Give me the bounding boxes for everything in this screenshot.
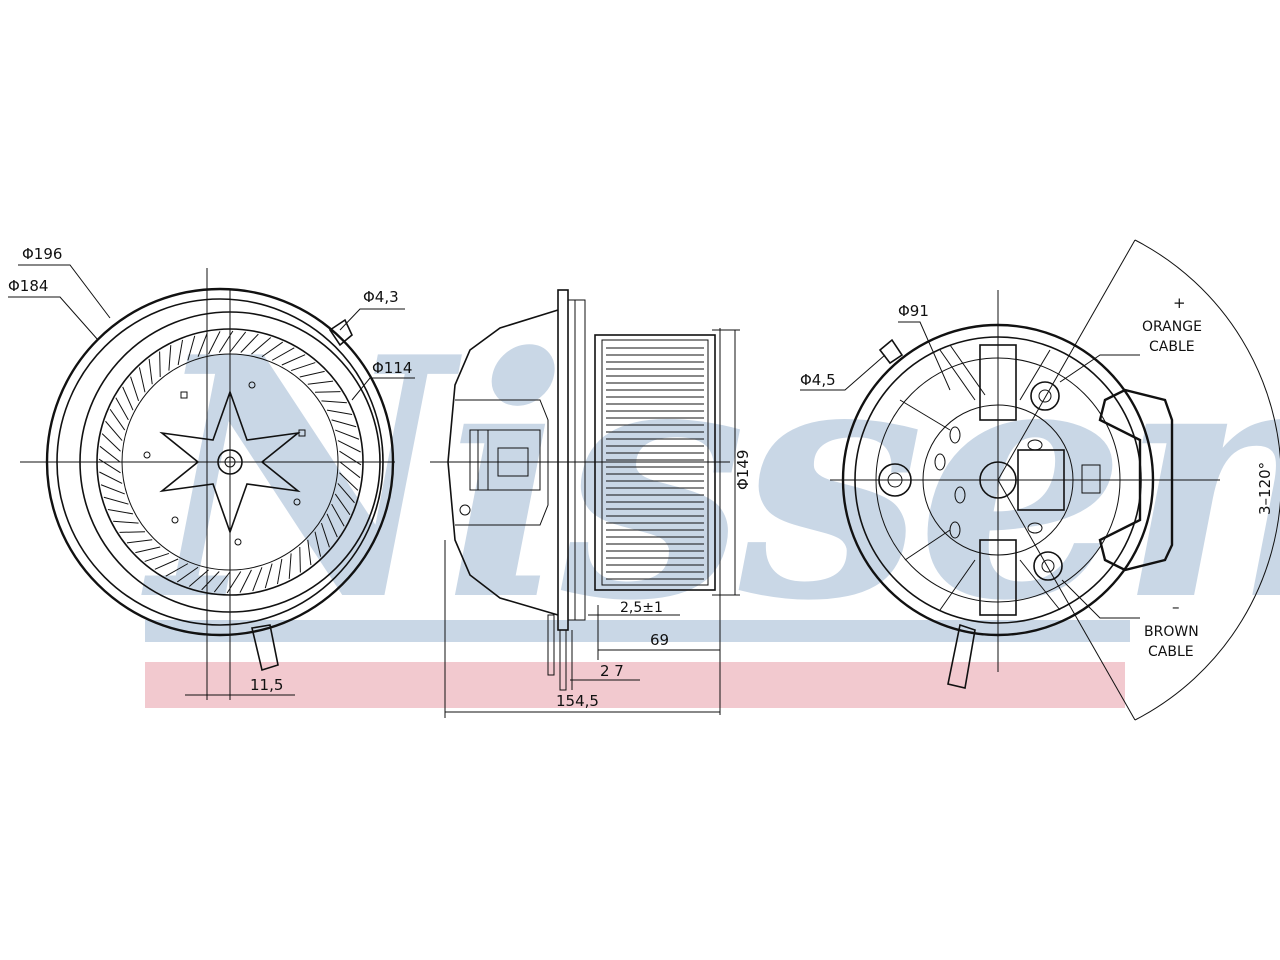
impeller-blade (339, 461, 361, 479)
impeller-blade (339, 450, 362, 466)
impeller-blade (201, 571, 220, 591)
impeller-blade (187, 335, 196, 361)
watermark-bar-red (145, 662, 1125, 708)
label-d43: Φ4,3 (363, 288, 399, 306)
impeller-blade (218, 330, 234, 353)
impeller-blade (119, 531, 145, 533)
impeller-blade (148, 358, 153, 385)
impeller-blade (326, 409, 353, 416)
impeller-blade (154, 558, 179, 570)
impeller-blade (335, 429, 360, 440)
label-brown-2: CABLE (1148, 644, 1194, 660)
label-angle: 3–120° (1256, 462, 1274, 515)
impeller-blade (98, 458, 121, 474)
watermark-bar-blue (145, 620, 1130, 642)
label-w27: 2 7 (600, 662, 624, 680)
impeller-blade (315, 391, 341, 393)
label-orange-1: ORANGE (1142, 319, 1202, 335)
impeller-blade (213, 571, 231, 593)
impeller-blade (239, 569, 252, 593)
impeller-blade (176, 566, 199, 583)
impeller-blade (299, 547, 301, 573)
impeller-blade (251, 337, 272, 355)
label-plus: + (1173, 294, 1186, 312)
impeller-blade (334, 493, 351, 516)
impeller-blade (307, 380, 334, 385)
impeller-blade (229, 331, 247, 353)
label-brown-1: BROWN (1144, 624, 1199, 640)
impeller-blade (99, 471, 123, 484)
label-d45: Φ4,5 (800, 371, 836, 389)
impeller-blade (177, 339, 184, 366)
label-w69: 69 (650, 631, 669, 649)
impeller-blade (113, 520, 139, 524)
rear-view: Φ91 Φ4,5 + ORANGE CABLE – BROWN CABLE 3–… (800, 239, 1280, 721)
impeller-blade (307, 539, 312, 566)
label-d149: Φ149 (734, 450, 752, 490)
label-w1545: 154,5 (556, 692, 599, 710)
impeller-blade (281, 354, 306, 366)
watermark: Nissens (140, 285, 1280, 708)
impeller-blade (159, 351, 161, 377)
fan-cage-slats (606, 347, 704, 580)
impeller-blade (276, 558, 283, 585)
impeller-blade (122, 386, 134, 411)
impeller-blade (100, 484, 125, 495)
impeller-blade (115, 397, 129, 421)
impeller-blade (126, 539, 153, 544)
impeller-blade (337, 483, 355, 504)
impeller-blade (109, 408, 126, 431)
impeller-blade (105, 420, 123, 441)
impeller-blade (337, 440, 361, 453)
watermark-text: Nissens (140, 285, 1280, 673)
label-w25: 2,5±1 (620, 600, 663, 616)
label-d91: Φ91 (898, 302, 929, 320)
impeller-blade (320, 522, 330, 548)
impeller-blade (252, 567, 263, 592)
impeller-blade (144, 552, 170, 562)
impeller-blade (188, 569, 209, 587)
impeller-blade (103, 496, 129, 505)
label-d196: Φ196 (22, 245, 62, 263)
impeller-blades (98, 330, 362, 594)
impeller-blade (290, 362, 316, 372)
label-orange-2: CABLE (1149, 339, 1195, 355)
impeller-blade (321, 400, 347, 404)
impeller-blade (288, 553, 292, 579)
impeller-blade (208, 331, 221, 355)
front-view: Φ196 Φ184 Φ4,3 Φ114 11,5 (8, 245, 415, 700)
impeller-blade (314, 531, 322, 557)
impeller-blade (331, 419, 357, 428)
impeller-blade (138, 367, 146, 393)
label-minus: – (1172, 598, 1180, 616)
impeller-blade (130, 376, 140, 402)
label-d114: Φ114 (372, 359, 412, 377)
impeller-blade (339, 472, 359, 491)
side-view: Φ149 2,5±1 69 2 7 154,5 (430, 289, 752, 718)
impeller-blade (168, 345, 172, 371)
label-w115: 11,5 (250, 676, 283, 694)
impeller-blade (165, 563, 189, 577)
impeller-blade (107, 508, 134, 515)
impeller-blade (264, 563, 273, 589)
impeller-blade (261, 341, 284, 358)
impeller-blade (99, 445, 121, 463)
impeller-blade (326, 513, 338, 538)
label-d184: Φ184 (8, 277, 48, 295)
impeller-blade (299, 370, 325, 378)
impeller-blade (135, 546, 161, 554)
impeller-blade (240, 333, 259, 353)
impeller-blade (197, 332, 208, 357)
impeller-blade (271, 347, 295, 361)
impeller-blade (101, 433, 121, 452)
impeller-blade (226, 571, 242, 594)
impeller-blade (331, 503, 345, 527)
